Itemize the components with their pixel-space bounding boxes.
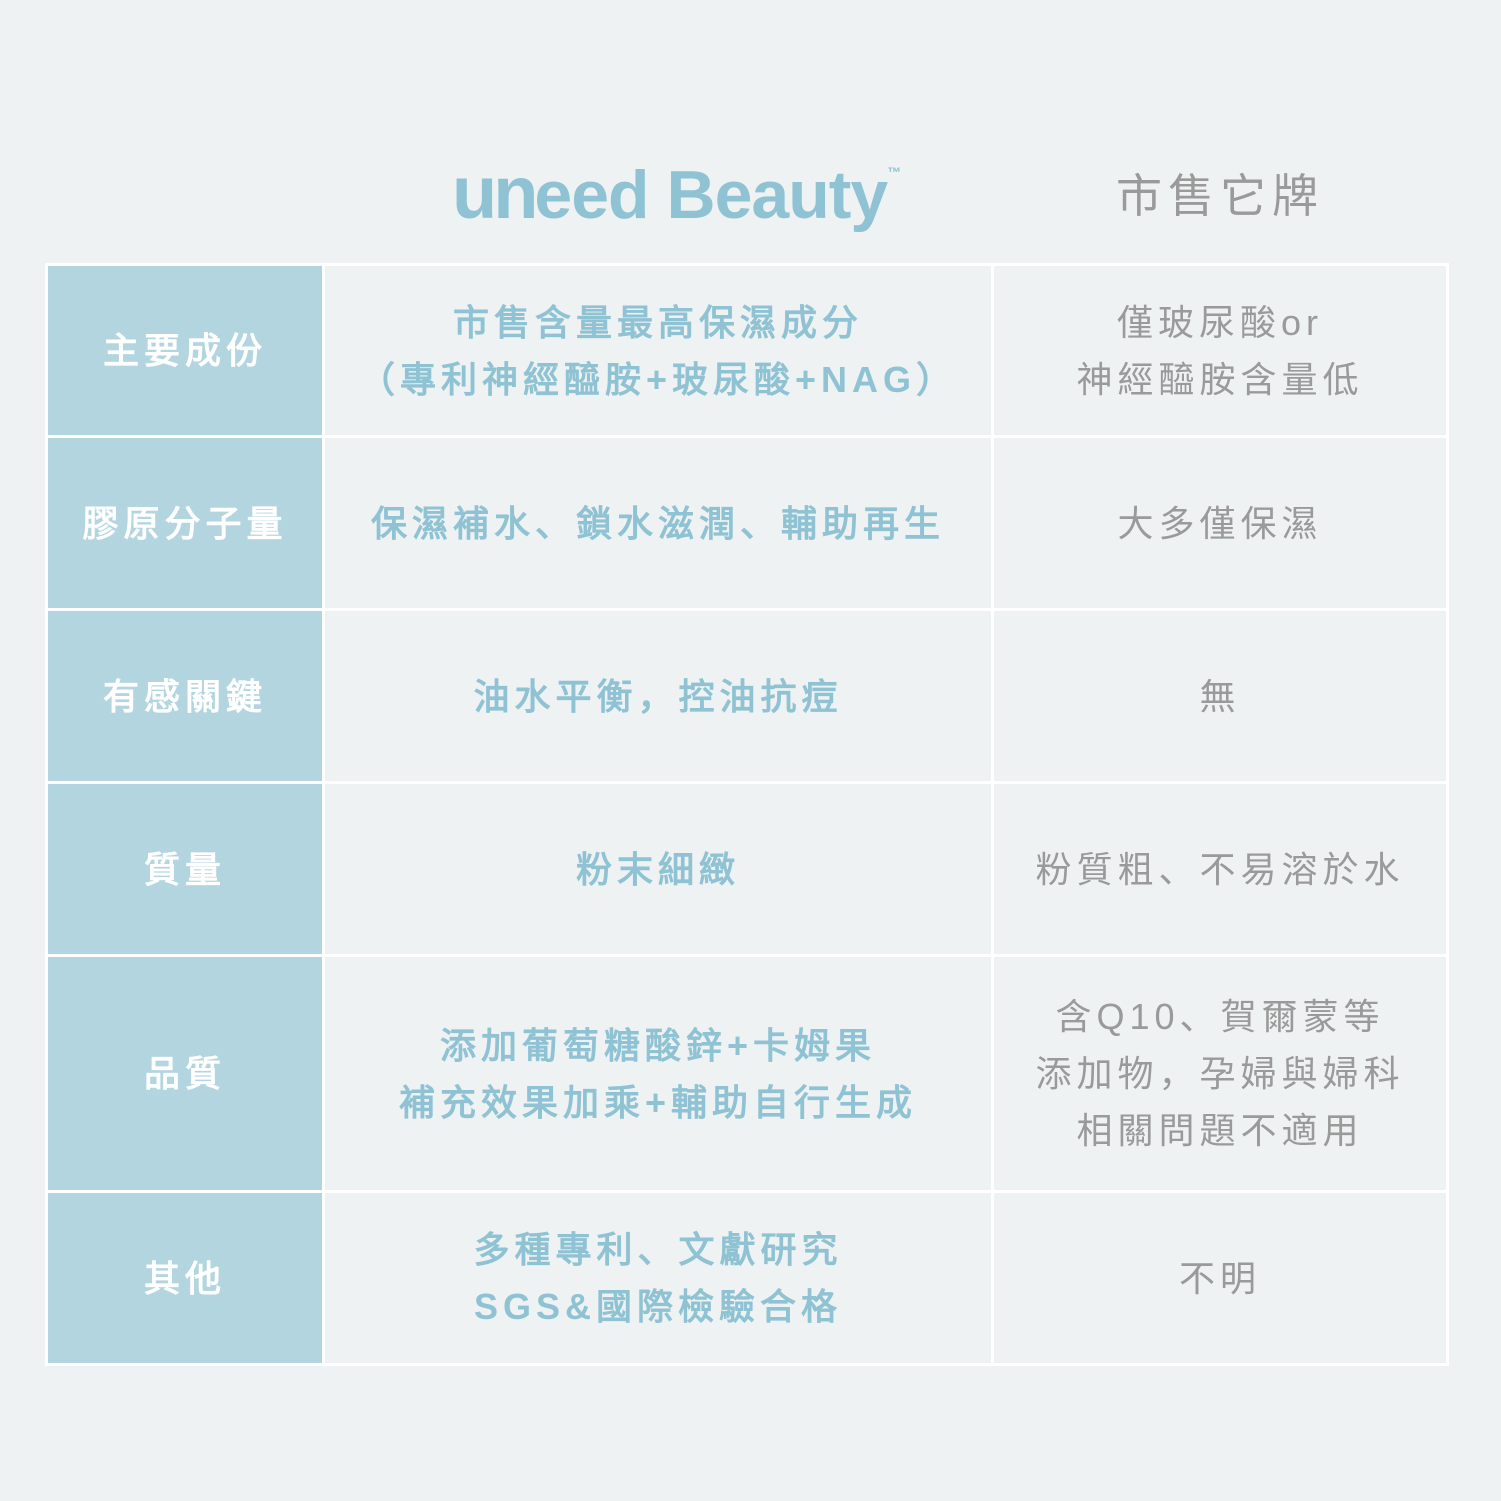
table-row: 膠原分子量 保濕補水、鎖水滋潤、輔助再生 大多僅保濕 (45, 435, 1449, 611)
other-text-line: 相關問題不適用 (1076, 1110, 1364, 1151)
uneed-cell: 市售含量最高保濕成分 （專利神經醯胺+玻尿酸+NAG） (322, 263, 994, 438)
other-text-line: 不明 (1178, 1257, 1261, 1299)
other-cell: 含Q10、賀爾蒙等添加物，孕婦與婦科相關問題不適用 (991, 954, 1449, 1193)
table-row: 主要成份 市售含量最高保濕成分 （專利神經醯胺+玻尿酸+NAG） 僅玻尿酸or 神經醯胺… (45, 263, 1449, 438)
row-label: 膠原分子量 (45, 435, 325, 611)
other-cell: 粉質粗、不易溶於水 (991, 781, 1449, 957)
uneed-text-line: SGS&國際檢驗合格 (473, 1286, 843, 1327)
logo-text: eed Beauty (534, 157, 888, 233)
other-text-line: 大多僅保濕 (1117, 502, 1323, 544)
table-row: 質量 粉末細緻 粉質粗、不易溶於水 (45, 781, 1449, 957)
uneed-text-line: 補充效果加乘+輔助自行生成 (398, 1081, 918, 1123)
other-text-line: 添加物，孕婦與婦科 (1035, 1053, 1405, 1094)
row-label: 質量 (45, 781, 325, 957)
other-cell: 僅玻尿酸or 神經醯胺含量低 (991, 263, 1449, 438)
table-row: 其他 多種專利、文獻研究 SGS&國際檢驗合格 不明 (45, 1190, 1449, 1366)
table-row: 有感關鍵 油水平衡，控油抗痘 無 (45, 608, 1449, 784)
uneed-text-line: 油水平衡，控油抗痘 (473, 675, 843, 717)
uneed-text-line: （專利神經醯胺+玻尿酸+NAG） (358, 358, 958, 400)
other-cell: 無 (991, 608, 1449, 784)
trademark: ™ (887, 164, 901, 180)
row-label: 其他 (45, 1190, 325, 1366)
brand-logo: uneed Beauty™ (452, 150, 901, 235)
logo-prefix: un (452, 151, 538, 234)
other-text-line: 粉質粗、不易溶於水 (1035, 848, 1405, 890)
uneed-cell: 添加葡萄糖酸鋅+卡姆果補充效果加乘+輔助自行生成 (322, 954, 994, 1193)
other-text-line: 僅玻尿酸or (1116, 301, 1323, 343)
competitor-header: 市售它牌 (1116, 170, 1324, 222)
other-cell: 大多僅保濕 (991, 435, 1449, 611)
uneed-text-line: 添加葡萄糖酸鋅+卡姆果 (439, 1024, 877, 1066)
comparison-table: 主要成份 市售含量最高保濕成分 （專利神經醯胺+玻尿酸+NAG） 僅玻尿酸or 神經醯胺… (45, 263, 1449, 1366)
uneed-text-line: 保濕補水、鎖水滋潤、輔助再生 (370, 502, 945, 544)
other-text-line: 含Q10、賀爾蒙等 (1055, 996, 1385, 1037)
other-text-line: 神經醯胺含量低 (1076, 358, 1364, 400)
row-label: 有感關鍵 (45, 608, 325, 784)
table-row: 品質添加葡萄糖酸鋅+卡姆果補充效果加乘+輔助自行生成含Q10、賀爾蒙等添加物，孕… (45, 954, 1449, 1193)
uneed-cell: 粉末細緻 (322, 781, 994, 957)
uneed-text-line: 市售含量最高保濕成分 (452, 301, 863, 343)
uneed-text-line: 多種專利、文獻研究 (473, 1229, 843, 1270)
uneed-cell: 保濕補水、鎖水滋潤、輔助再生 (322, 435, 994, 611)
row-label: 主要成份 (45, 263, 325, 438)
uneed-text-line: 粉末細緻 (575, 848, 740, 890)
uneed-cell: 油水平衡，控油抗痘 (322, 608, 994, 784)
row-label: 品質 (45, 954, 325, 1193)
other-cell: 不明 (991, 1190, 1449, 1366)
uneed-cell: 多種專利、文獻研究 SGS&國際檢驗合格 (322, 1190, 994, 1366)
other-text-line: 無 (1199, 675, 1241, 717)
